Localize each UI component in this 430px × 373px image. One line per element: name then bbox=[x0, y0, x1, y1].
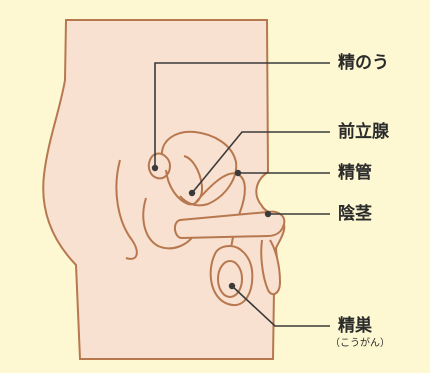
dot-testis bbox=[229, 283, 235, 289]
dot-prostate bbox=[189, 190, 195, 196]
dot-vas-deferens bbox=[235, 170, 241, 176]
label-seminal-vesicle: 精のう bbox=[338, 53, 389, 73]
dot-penis bbox=[265, 211, 271, 217]
dot-seminal-vesicle bbox=[152, 165, 158, 171]
label-testis-reading: （こうがん） bbox=[330, 338, 390, 350]
label-testis: 精巣 bbox=[338, 316, 372, 336]
label-vas-deferens: 精管 bbox=[338, 163, 372, 183]
label-penis: 陰茎 bbox=[338, 204, 372, 224]
body-silhouette bbox=[43, 20, 284, 359]
label-prostate: 前立腺 bbox=[338, 122, 389, 142]
